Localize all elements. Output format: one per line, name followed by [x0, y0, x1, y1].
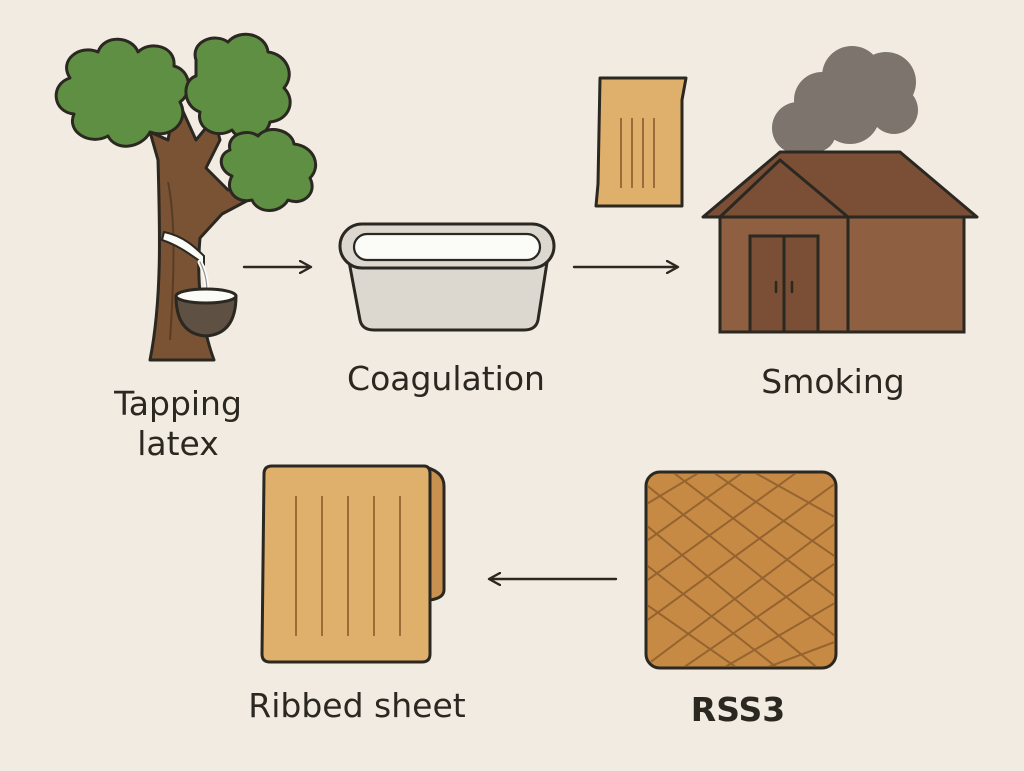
ribbed-sheet-icon — [260, 464, 446, 664]
step-label-tapping-latex: Tapping latex — [114, 384, 242, 463]
step-label-coagulation: Coagulation — [347, 359, 545, 398]
step-label-ribbed-sheet: Ribbed sheet — [248, 686, 466, 725]
latex-cup-icon — [174, 287, 238, 338]
smokehouse-icon — [701, 150, 979, 334]
smoke-icon — [772, 46, 918, 154]
step-label-rss3: RSS3 — [690, 690, 786, 729]
sheet-icon — [594, 76, 688, 208]
rss3-sheet-icon — [644, 470, 838, 670]
coagulation-tank-icon — [338, 222, 556, 332]
step-label-smoking: Smoking — [761, 362, 905, 401]
